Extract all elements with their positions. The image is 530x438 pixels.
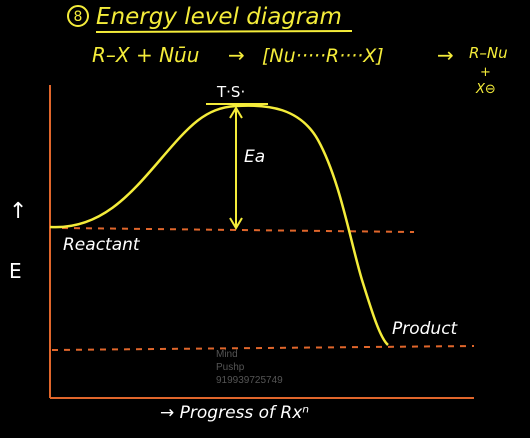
y-axis-label-group: ↑ E <box>9 199 27 283</box>
energy-curve <box>49 104 389 346</box>
activation-energy-arrow <box>229 106 243 230</box>
y-axis-label: E <box>9 259 22 283</box>
axes <box>49 85 474 399</box>
title-group: 8 Energy level diagram <box>67 4 353 33</box>
y-axis-arrow: ↑ <box>9 199 27 224</box>
title-number-circle <box>67 5 89 27</box>
reaction-product-plus: + <box>480 65 491 80</box>
watermark: Mind Pushp 919939725749 <box>216 349 283 386</box>
transition-state-marker: T·S· <box>206 83 268 105</box>
title-number: 8 <box>74 9 83 25</box>
watermark-line-3: 919939725749 <box>216 375 283 386</box>
watermark-line-2: Pushp <box>216 362 245 373</box>
reaction-transition-state: [Nu·····R····X] <box>262 45 384 67</box>
watermark-line-1: Mind <box>216 349 238 360</box>
reactant-level-line <box>61 227 415 233</box>
ea-arrow-head-bottom <box>229 217 243 230</box>
reaction-reactants: R–X + Nūu <box>92 43 199 67</box>
product-label: Product <box>392 319 459 339</box>
ea-label: Ea <box>244 147 265 167</box>
title-underline <box>95 30 353 33</box>
reaction-equation: R–X + Nūu → [Nu·····R····X] → R–Nu + X⊖ <box>92 43 508 97</box>
reaction-arrow-2: → <box>437 43 454 67</box>
ts-label: T·S· <box>216 83 245 101</box>
reaction-product-main: R–Nu <box>469 44 508 62</box>
title-text: Energy level diagram <box>96 4 342 30</box>
product-level-line <box>51 345 475 351</box>
x-axis-label: → Progress of Rxⁿ <box>160 403 309 423</box>
reactant-label: Reactant <box>63 235 141 255</box>
energy-levels <box>51 227 475 351</box>
reaction-product-leaving: X⊖ <box>475 82 496 97</box>
reaction-arrow-1: → <box>228 43 245 67</box>
ea-arrow-head-top <box>229 106 243 119</box>
